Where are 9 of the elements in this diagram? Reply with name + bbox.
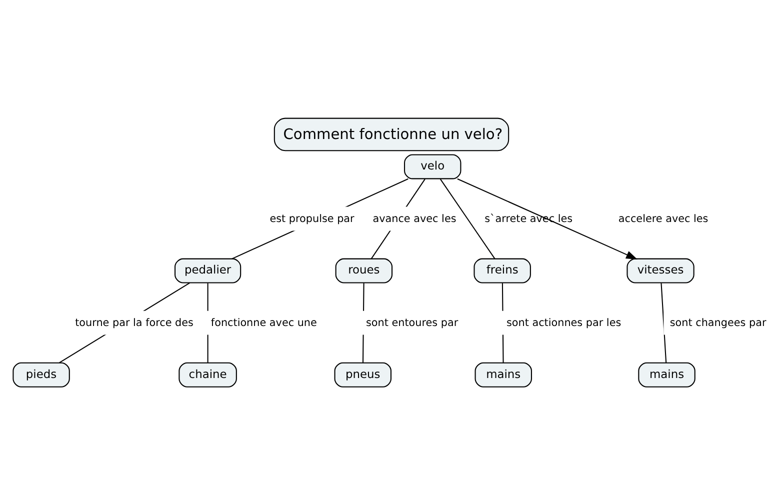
edge-label: est propulse par	[269, 212, 354, 224]
edge-label: tourne par la force des	[74, 316, 193, 328]
edge-label: sont changees par	[669, 316, 766, 328]
edge-label: accelere avec les	[618, 212, 708, 224]
edge-label: sont actionnes par les	[506, 316, 621, 328]
edge-label: fonctionne avec une	[210, 316, 316, 328]
edge-label: sont entoures par	[366, 316, 458, 328]
diagram-title: Comment fonctionne un velo?	[282, 125, 502, 142]
edge-label: avance avec les	[372, 212, 456, 224]
